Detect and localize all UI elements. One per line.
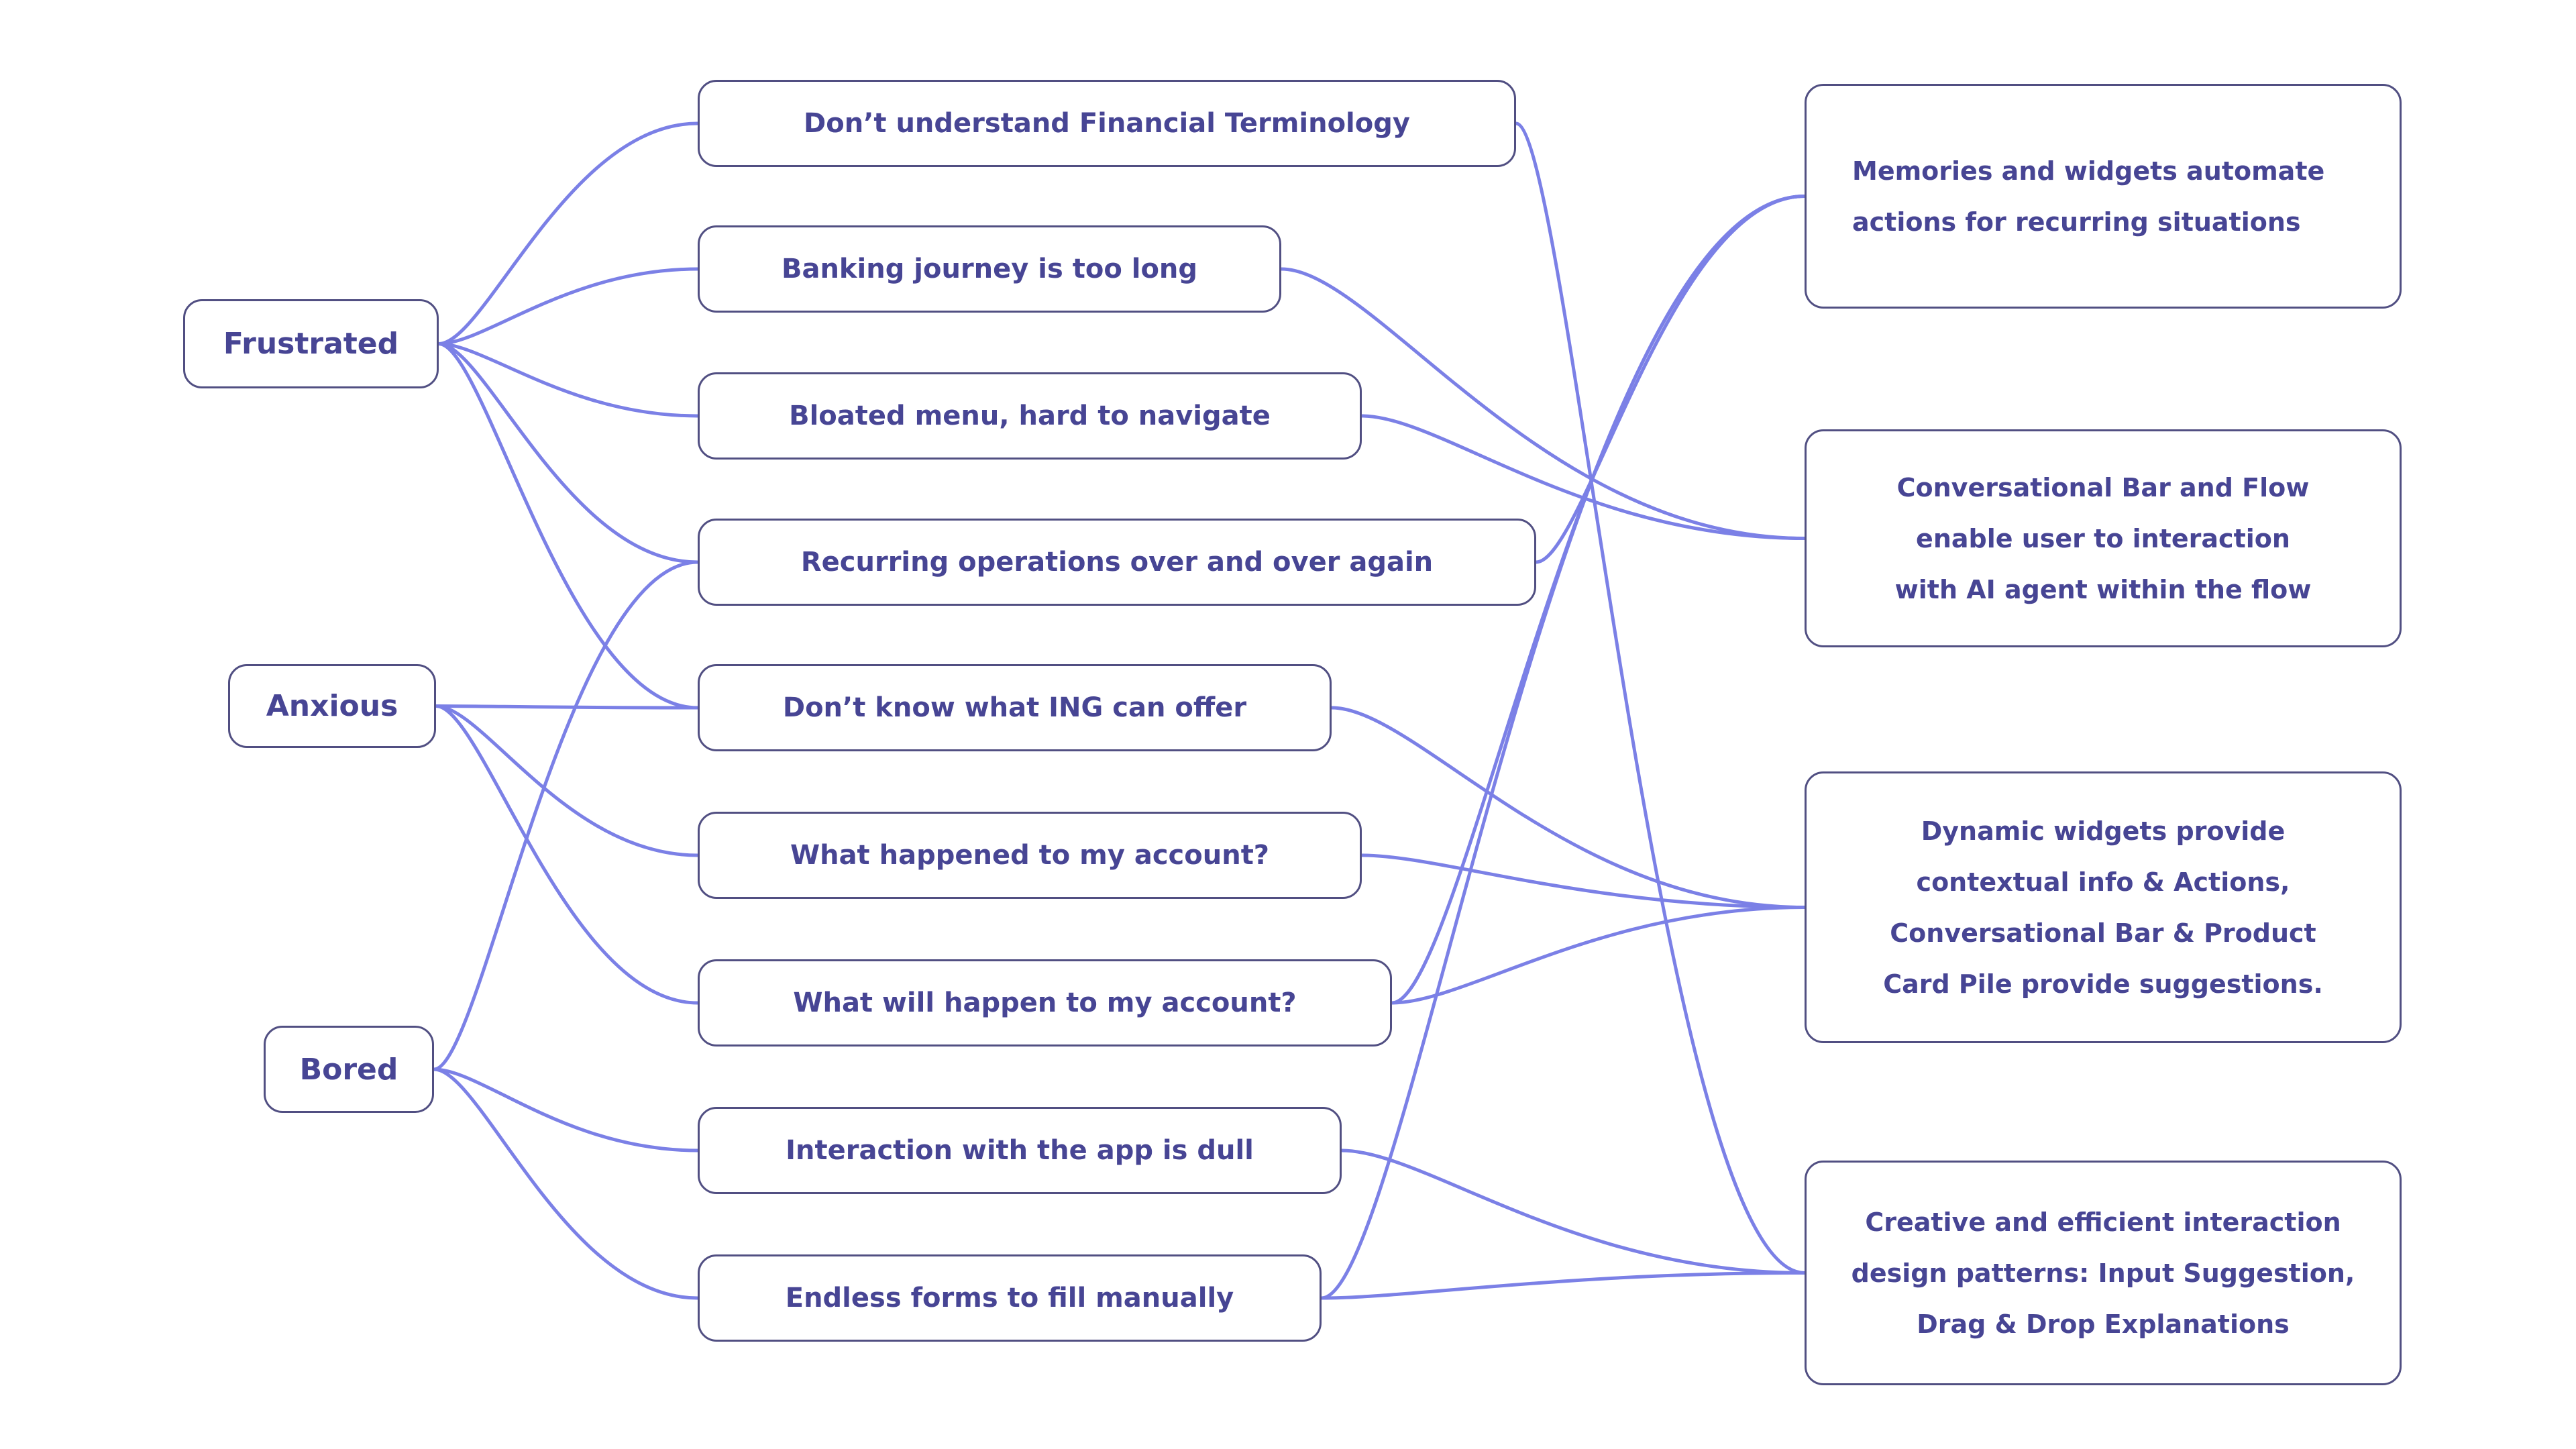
node-label-line: enable user to interaction xyxy=(1916,523,2290,553)
node-label-line: Card Pile provide suggestions. xyxy=(1883,969,2323,999)
node-creative-patterns[interactable]: Creative and efficient interaction design… xyxy=(1805,1161,2402,1385)
edge-bloated-menu--conversational-bar-flow xyxy=(1360,414,1807,540)
node-label-line: with AI agent within the flow xyxy=(1894,574,2312,604)
node-what-happened-to-my-account[interactable]: What happened to my account? xyxy=(698,812,1362,899)
node-label: Don’t understand Financial Terminology xyxy=(804,108,1410,139)
node-label-line: actions for recurring situations xyxy=(1852,207,2301,237)
node-label: Recurring operations over and over again xyxy=(800,547,1434,578)
node-label: Frustrated xyxy=(223,327,399,361)
edge-what-happened-to-my-account--dynamic-widgets xyxy=(1360,853,1807,909)
edge-what-will-happen-to-my-account--dynamic-widgets xyxy=(1390,906,1807,1005)
edge-frustrated--dont-understand-terminology xyxy=(437,121,700,345)
node-dynamic-widgets[interactable]: Dynamic widgets provide contextual info &… xyxy=(1805,771,2402,1043)
edge-endless-forms--memories-widgets xyxy=(1320,195,1807,1300)
edge-bored--recurring-operations xyxy=(432,560,700,1071)
node-label-line: Memories and widgets automate xyxy=(1852,156,2325,186)
edge-banking-journey-too-long--conversational-bar-flow xyxy=(1279,267,1807,540)
node-label: What will happen to my account? xyxy=(793,987,1297,1018)
edge-anxious--what-happened-to-my-account xyxy=(434,704,700,857)
node-what-will-happen-to-my-account[interactable]: What will happen to my account? xyxy=(698,959,1392,1046)
node-label: Anxious xyxy=(266,689,398,723)
node-conversational-bar-flow[interactable]: Conversational Bar and Flow enable user t… xyxy=(1805,429,2402,647)
node-label-line: Dynamic widgets provide xyxy=(1921,816,2286,846)
node-frustrated[interactable]: Frustrated xyxy=(183,299,439,388)
node-label: What happened to my account? xyxy=(790,840,1270,871)
edge-frustrated--dont-know-what-ing-can-offer xyxy=(437,342,700,710)
edge-bored--endless-forms xyxy=(432,1067,700,1300)
edge-frustrated--recurring-operations xyxy=(437,342,700,564)
edge-dont-know-what-ing-can-offer--dynamic-widgets xyxy=(1330,706,1807,909)
node-label-line: Creative and efficient interaction xyxy=(1865,1207,2341,1237)
node-label-line: contextual info & Actions, xyxy=(1916,867,2290,897)
node-label: Interaction with the app is dull xyxy=(786,1135,1254,1166)
edge-dont-understand-terminology--creative-patterns xyxy=(1514,121,1807,1275)
node-label: Bored xyxy=(299,1052,398,1087)
node-label: Endless forms to fill manually xyxy=(785,1283,1234,1313)
node-recurring-operations[interactable]: Recurring operations over and over again xyxy=(698,519,1536,606)
edge-anxious--what-will-happen-to-my-account xyxy=(434,704,700,1005)
edge-frustrated--bloated-menu xyxy=(437,342,700,418)
edge-interaction-dull--creative-patterns xyxy=(1340,1148,1807,1275)
node-memories-widgets[interactable]: Memories and widgets automate actions for… xyxy=(1805,84,2402,309)
node-label-line: Conversational Bar and Flow xyxy=(1896,472,2310,502)
edge-bored--interaction-dull xyxy=(432,1067,700,1152)
node-label: Banking journey is too long xyxy=(781,254,1198,284)
edge-anxious--dont-know-what-ing-can-offer xyxy=(434,704,700,710)
node-dont-understand-terminology[interactable]: Don’t understand Financial Terminology xyxy=(698,80,1516,167)
edge-frustrated--banking-journey-too-long xyxy=(437,267,700,345)
node-label: Don’t know what ING can offer xyxy=(782,692,1247,723)
node-bored[interactable]: Bored xyxy=(264,1026,434,1113)
node-label: Bloated menu, hard to navigate xyxy=(789,400,1271,431)
node-bloated-menu[interactable]: Bloated menu, hard to navigate xyxy=(698,372,1362,460)
edge-endless-forms--creative-patterns xyxy=(1320,1271,1807,1300)
node-banking-journey-too-long[interactable]: Banking journey is too long xyxy=(698,225,1281,313)
node-dont-know-what-ing-can-offer[interactable]: Don’t know what ING can offer xyxy=(698,664,1332,751)
node-label-line: design patterns: Input Suggestion, xyxy=(1851,1258,2355,1288)
node-anxious[interactable]: Anxious xyxy=(228,664,436,748)
node-endless-forms[interactable]: Endless forms to fill manually xyxy=(698,1254,1322,1342)
node-label-line: Conversational Bar & Product xyxy=(1890,918,2316,948)
node-interaction-dull[interactable]: Interaction with the app is dull xyxy=(698,1107,1342,1194)
node-label-line: Drag & Drop Explanations xyxy=(1917,1309,2290,1339)
